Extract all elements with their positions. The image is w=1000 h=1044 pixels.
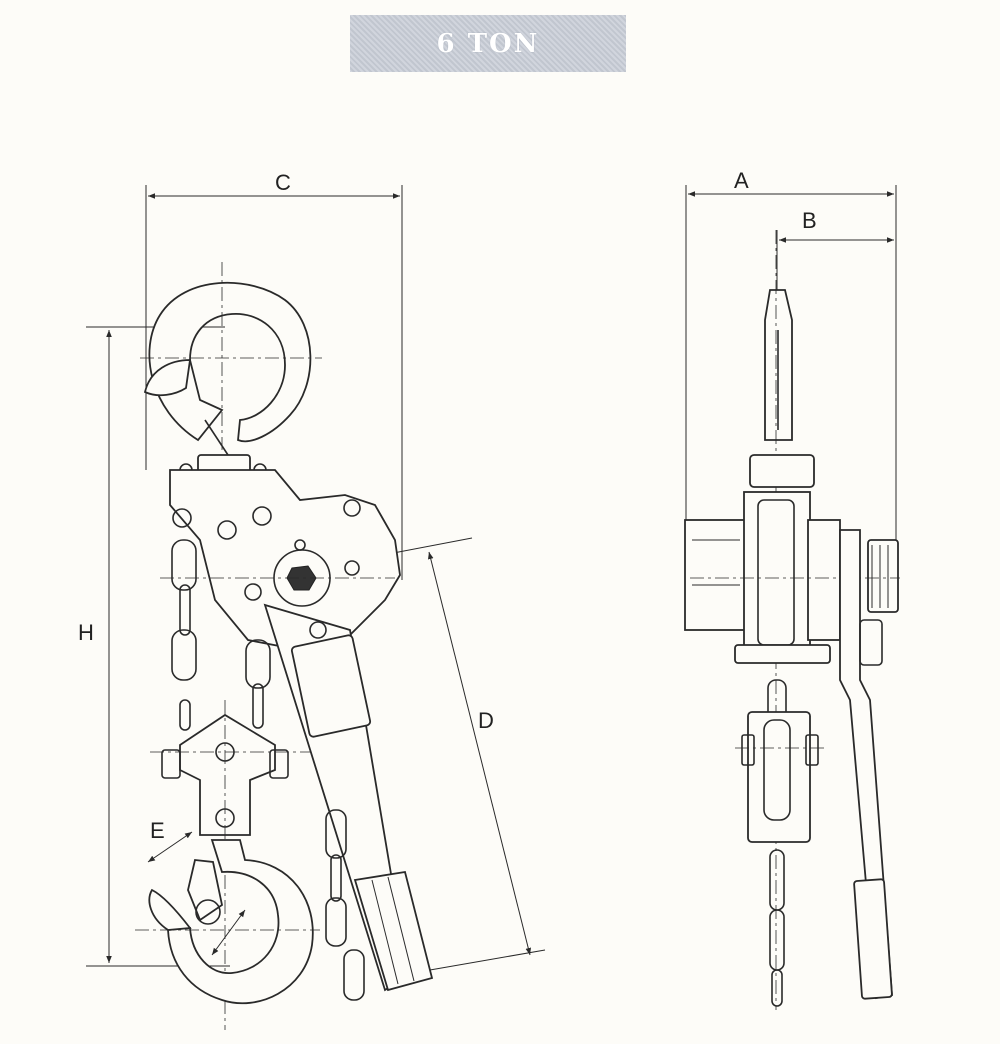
- side-lower-block: [735, 711, 825, 843]
- dimension-label-b: B: [802, 208, 817, 233]
- side-top-hook: [749, 230, 815, 1010]
- hoist-body: [160, 469, 401, 651]
- side-chain: [767, 679, 787, 1007]
- dimension-label-h: H: [78, 620, 94, 645]
- lever-handle: [263, 603, 434, 992]
- dimension-label-a: A: [734, 168, 749, 193]
- side-view: [684, 185, 900, 1010]
- dimension-label-d: D: [478, 708, 494, 733]
- dimension-label-e: E: [150, 818, 165, 843]
- dimension-b-line: [776, 230, 894, 290]
- capacity-title: 6 TON: [436, 28, 540, 59]
- top-hook: [140, 262, 322, 486]
- capacity-title-band: 6 TON: [350, 15, 626, 72]
- side-lever: [839, 529, 893, 1000]
- dimension-label-c: C: [275, 170, 291, 195]
- dimension-a-line: [685, 185, 897, 540]
- right-chain: [245, 639, 365, 1001]
- dimension-e-line: [147, 831, 193, 863]
- bottom-hook: [135, 839, 320, 1005]
- side-body: [684, 491, 900, 664]
- left-load-chain: [171, 539, 197, 731]
- front-view: [86, 185, 546, 1030]
